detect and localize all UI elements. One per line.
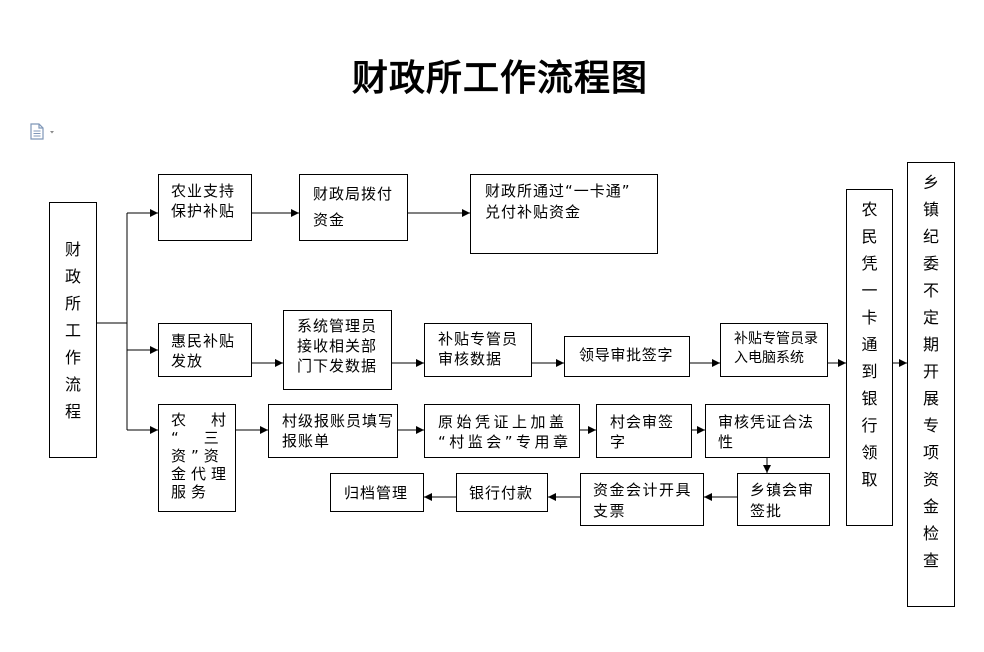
node-text: 农民凭一卡通到银行领取: [861, 200, 878, 489]
node-line: 支票: [593, 502, 627, 520]
node-line: 资金会计开具: [593, 481, 693, 499]
node-line: 原始凭证上加盖: [438, 413, 568, 431]
node-finance-office: 财政所工作流程: [49, 202, 97, 458]
node-line: 资金: [313, 211, 346, 229]
node-farmer-card-withdrawal: 农民凭一卡通到银行领取: [846, 189, 893, 526]
chevron-down-icon: [50, 131, 54, 134]
node-line: 归档管理: [344, 484, 409, 502]
node-line: 乡镇会审: [750, 481, 815, 499]
node-line: 金代理: [171, 465, 232, 483]
node-line: 接收相关部: [297, 337, 378, 355]
node-text: 乡镇纪委不定期开展专项资金检查: [922, 173, 939, 570]
node-discipline-inspection: 乡镇纪委不定期开展专项资金检查: [907, 162, 955, 607]
node-line: 村会审签: [610, 413, 675, 431]
node-line: 报账单: [282, 432, 331, 450]
node-line: 审核数据: [438, 350, 503, 368]
node-line: 农 村: [171, 411, 232, 429]
node-line: 签批: [750, 502, 783, 520]
node-line: 补贴专管员: [438, 330, 519, 348]
node-line: 兑付补贴资金: [485, 203, 582, 221]
node-line: 补贴专管员录: [734, 331, 818, 347]
node-line: 门下发数据: [297, 357, 378, 375]
node-system-admin: 系统管理员 接收相关部 门下发数据: [283, 310, 392, 390]
node-card-payout: 财政所通过“一卡通” 兑付补贴资金: [470, 174, 658, 254]
node-issue-cheque: 资金会计开具 支票: [580, 473, 704, 526]
node-line: “ 三: [171, 429, 224, 447]
node-voucher-stamp: 原始凭证上加盖 “村监会”专用章: [424, 404, 580, 458]
node-line: 财政局拨付: [313, 185, 394, 203]
node-system-entry: 补贴专管员录 入电脑系统: [720, 323, 828, 377]
node-line: 领导审批签字: [579, 346, 674, 364]
node-village-accountant: 村级报账员填写 报账单: [268, 404, 398, 458]
node-bank-payment: 银行付款: [456, 473, 548, 512]
node-line: 农业支持: [171, 182, 236, 200]
node-archive: 归档管理: [330, 473, 424, 512]
node-sanzi-agency: 农 村 “ 三 资”资 金代理 服务: [158, 404, 236, 512]
node-verify-voucher: 审核凭证合法 性: [705, 404, 830, 458]
node-line: 系统管理员: [297, 317, 378, 335]
node-line: 服务: [171, 483, 212, 501]
node-line: “村监会”专用章: [438, 433, 572, 451]
node-leader-approval: 领导审批签字: [564, 336, 690, 377]
node-bureau-funds: 财政局拨付 资金: [299, 174, 408, 241]
node-line: 入电脑系统: [734, 350, 804, 366]
node-line: 发放: [171, 352, 204, 370]
node-text: 财政所工作流程: [64, 240, 81, 421]
node-line: 财政所通过“一卡通”: [485, 182, 631, 200]
node-line: 资”资: [171, 447, 224, 465]
node-line: 性: [718, 433, 735, 451]
node-subsidy-audit: 补贴专管员 审核数据: [424, 323, 532, 377]
node-line: 字: [610, 433, 627, 451]
page-title: 财政所工作流程图: [351, 57, 648, 99]
node-line: 银行付款: [469, 484, 534, 502]
node-line: 审核凭证合法: [718, 413, 815, 431]
node-line: 惠民补贴: [171, 332, 236, 350]
node-line: 保护补贴: [171, 202, 236, 220]
node-huimin-subsidy: 惠民补贴 发放: [158, 323, 252, 377]
document-icon[interactable]: [28, 123, 58, 141]
node-village-council-sign: 村会审签 字: [596, 404, 692, 458]
node-agri-subsidy: 农业支持 保护补贴: [158, 174, 252, 241]
node-township-approval: 乡镇会审 签批: [737, 473, 830, 526]
node-line: 村级报账员填写: [282, 412, 395, 430]
